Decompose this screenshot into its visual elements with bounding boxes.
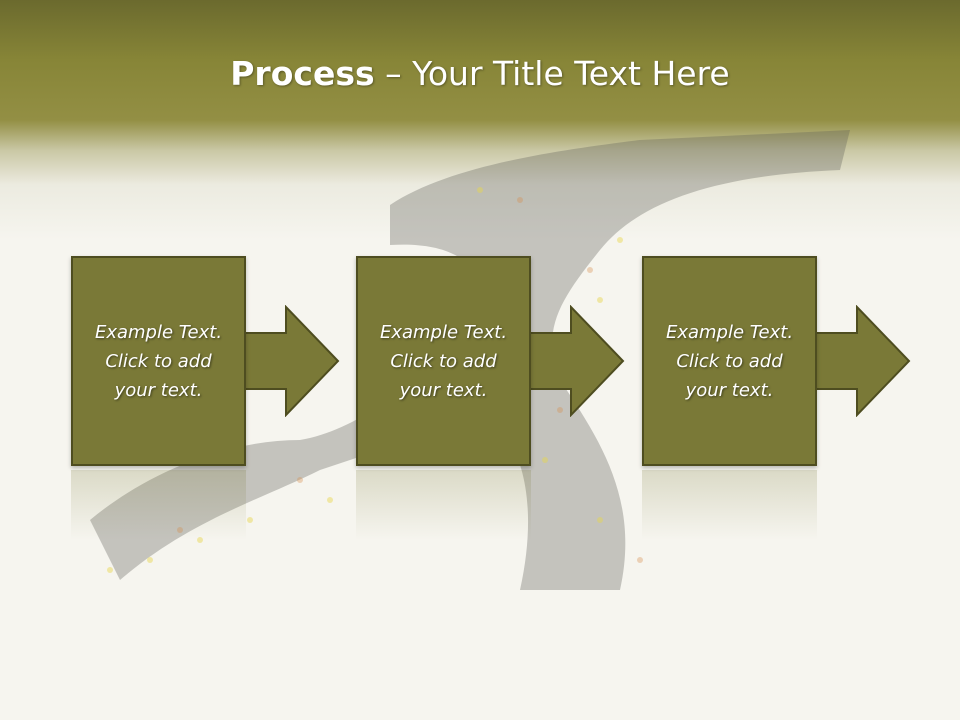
step-1-box[interactable]: Example Text. Click to add your text. xyxy=(71,256,246,466)
title-bold: Process xyxy=(230,54,375,93)
step-1-line-2: Click to add xyxy=(105,350,212,372)
step-2-text: Example Text. Click to add your text. xyxy=(380,318,507,405)
step-3-line-3: your text. xyxy=(685,379,774,401)
step-1-reflection xyxy=(71,470,246,540)
step-3-text: Example Text. Click to add your text. xyxy=(666,318,793,405)
right-arrow-icon xyxy=(242,305,340,417)
step-3-reflection xyxy=(642,470,817,540)
step-3-line-2: Click to add xyxy=(676,350,783,372)
step-3-line-1: Example Text. xyxy=(665,321,794,343)
slide-title[interactable]: Process – Your Title Text Here xyxy=(0,52,960,96)
step-1-text: Example Text. Click to add your text. xyxy=(95,318,222,405)
right-arrow-icon xyxy=(813,305,911,417)
title-rest: – Your Title Text Here xyxy=(374,54,730,93)
right-arrow-icon xyxy=(527,305,625,417)
step-2-line-1: Example Text. xyxy=(379,321,508,343)
step-2-line-3: your text. xyxy=(399,379,488,401)
step-2-line-2: Click to add xyxy=(390,350,497,372)
step-2-box[interactable]: Example Text. Click to add your text. xyxy=(356,256,531,466)
step-1-line-1: Example Text. xyxy=(94,321,223,343)
step-2-reflection xyxy=(356,470,531,540)
step-1-line-3: your text. xyxy=(114,379,203,401)
step-3-box[interactable]: Example Text. Click to add your text. xyxy=(642,256,817,466)
